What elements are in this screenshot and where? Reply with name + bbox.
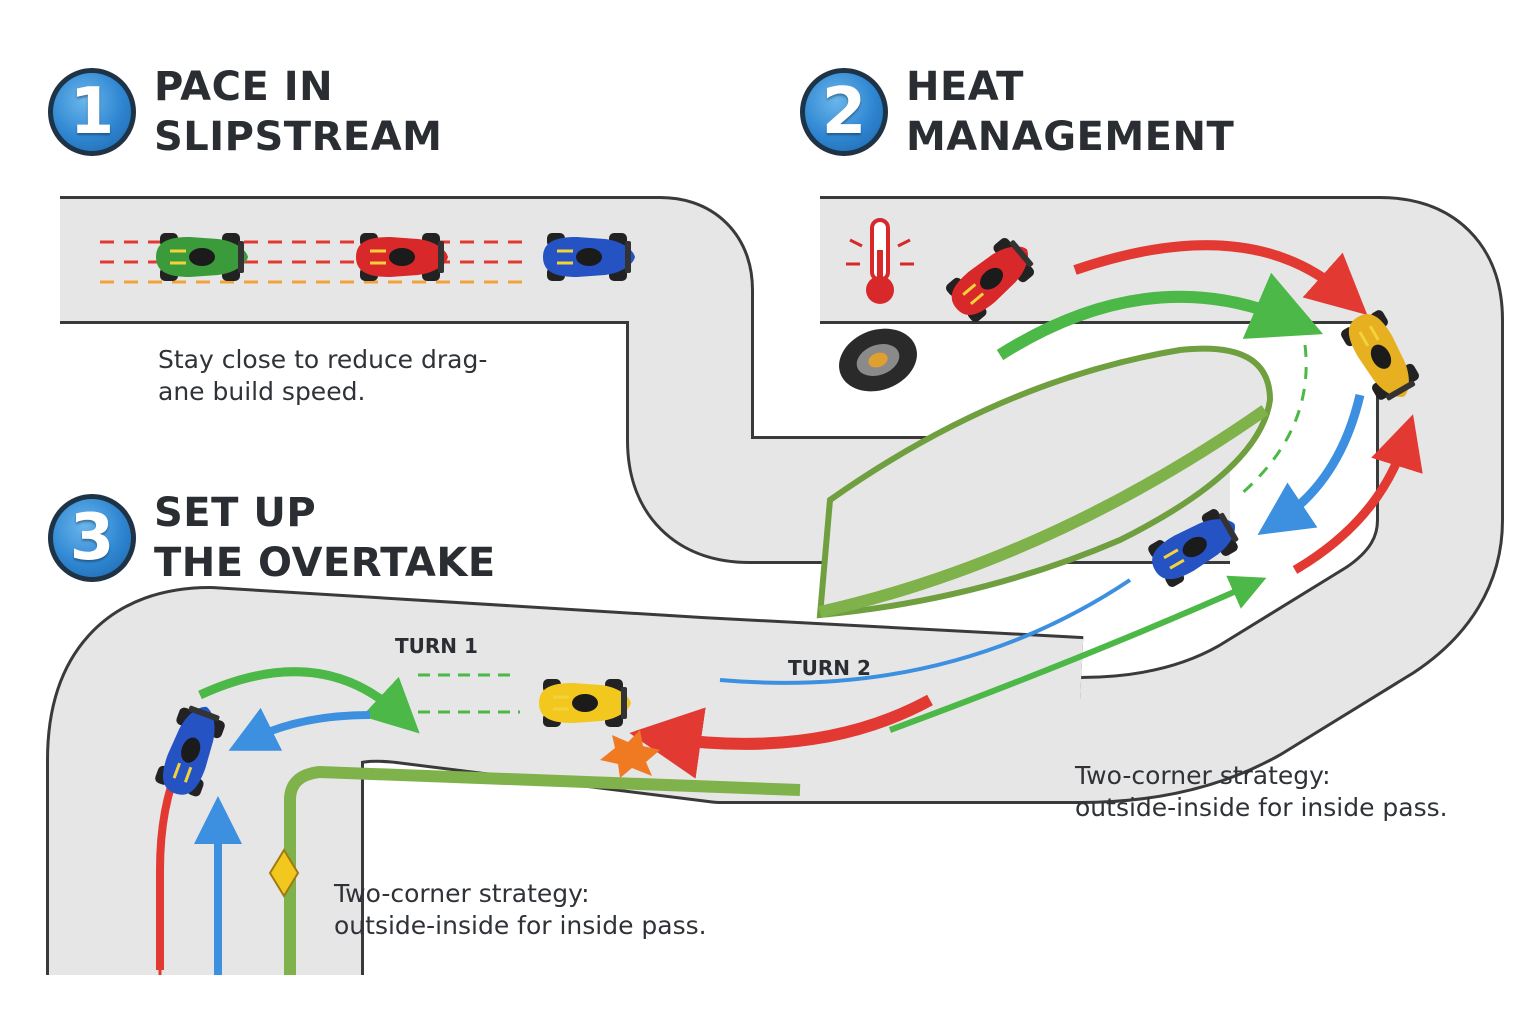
step-3-title: SET UP THE OVERTAKE [154, 488, 496, 588]
strategy-caption-bottom-line1: Two-corner strategy: [334, 879, 590, 908]
slipstream-caption-line2: ane build speed. [158, 377, 366, 406]
step-1-title-line1: PACE IN [154, 64, 334, 110]
arrow-blue-exit [1257, 393, 1365, 535]
green-car [154, 231, 250, 283]
collision-burst-icon [600, 730, 660, 778]
strategy-caption-right-line2: outside-inside for inside pass. [1075, 793, 1448, 822]
turn-1-label: TURN 1 [395, 634, 478, 658]
step-3-badge: 3 [48, 494, 136, 582]
thermometer-icon [846, 218, 914, 304]
arrow-green-long [888, 575, 1267, 733]
arrow-green-racing-line [996, 272, 1324, 361]
grass-strip-middle [818, 405, 1269, 618]
grass-inner-hairpin [816, 345, 1274, 619]
yellow-car-turn1 [537, 677, 633, 729]
strategy-caption-bottom-line2: outside-inside for inside pass. [334, 911, 707, 940]
arrow-blue-turn1 [228, 707, 371, 751]
slipstream-caption-line1: Stay close to reduce drag- [158, 345, 488, 374]
tire-icon [839, 328, 917, 392]
step-3-title-line2: THE OVERTAKE [154, 540, 496, 586]
turn-2-label: TURN 2 [788, 656, 871, 680]
strategy-caption-right: Two-corner strategy: outside-inside for … [1075, 760, 1448, 824]
step-1-badge: 1 [48, 68, 136, 156]
strategy-caption-right-line1: Two-corner strategy: [1075, 761, 1331, 790]
step-1-header: 1 PACE IN SLIPSTREAM [48, 62, 442, 162]
step-1-title: PACE IN SLIPSTREAM [154, 62, 442, 162]
step-2-badge: 2 [800, 68, 888, 156]
step-3-title-line1: SET UP [154, 490, 317, 536]
slipstream-caption: Stay close to reduce drag- ane build spe… [158, 344, 487, 408]
arrow-red-exit [1292, 414, 1423, 574]
step-3-header: 3 SET UP THE OVERTAKE [48, 488, 496, 588]
blue-car [541, 231, 637, 283]
grass-strip-bottom [284, 765, 801, 975]
red-car [354, 231, 450, 283]
step-1-title-line2: SLIPSTREAM [154, 114, 443, 160]
step-2-header: 2 HEAT MANAGEMENT [800, 62, 1234, 162]
arrow-red-turn2 [629, 694, 933, 779]
arrow-green-turn1 [198, 667, 420, 734]
strategy-caption-bottom: Two-corner strategy: outside-inside for … [334, 878, 707, 942]
step-2-title-line1: HEAT [906, 64, 1024, 110]
warning-sign-icon [268, 848, 300, 898]
step-2-title: HEAT MANAGEMENT [906, 62, 1234, 162]
step-2-title-line2: MANAGEMENT [906, 114, 1235, 160]
arrow-blue-turn2 [719, 578, 1132, 685]
